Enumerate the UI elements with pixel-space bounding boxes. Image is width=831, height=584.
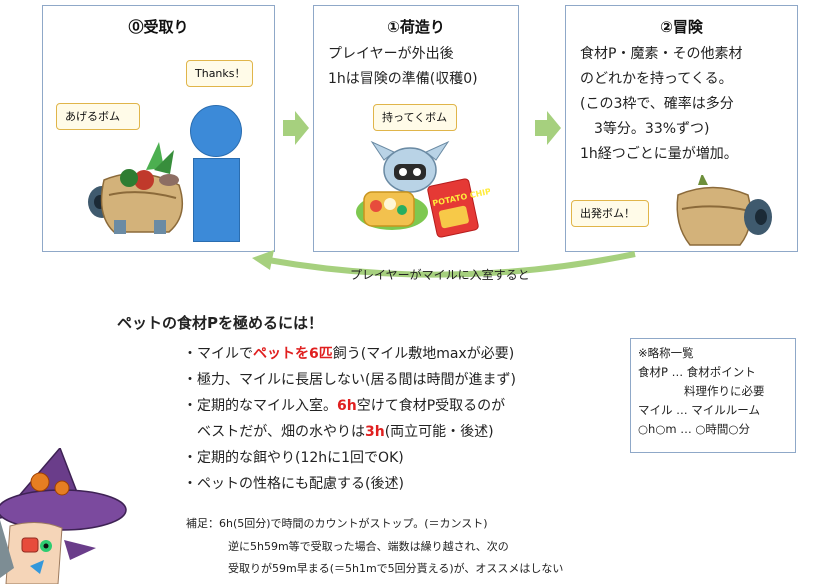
abbreviations-box: ※略称一覧 食材P … 食材ポイント 料理作りに必要 マイル … マイルルーム …	[630, 338, 796, 453]
step-description-line: (この3枠で、確率は多分	[580, 96, 734, 112]
tip-line: ベストだが、畑の水やりは3h(両立可能・後述)	[183, 424, 494, 440]
right-arrow-icon	[535, 111, 561, 145]
tip-line: ・定期的な餌やり(12hに1回でOK)	[183, 450, 404, 466]
step-description-line: 1hは冒険の準備(収穫0)	[328, 71, 478, 87]
footnote-line: 受取りが59m早まる(＝5h1mで5回分貰える)が、オススメはしない	[228, 562, 564, 575]
return-arrow-label: プレイヤーがマイルに入室すると	[350, 268, 530, 282]
footnote-line: 補足：6h(5回分)で時間のカウントがストップ。(＝カンスト)	[186, 517, 488, 530]
abbreviations-title: ※略称一覧	[638, 346, 694, 360]
abbreviation-line: 料理作りに必要	[638, 384, 765, 398]
step-description-line: 3等分。33%ずつ)	[580, 121, 710, 137]
player-head-icon	[190, 105, 242, 157]
speech-bubble: あげるボム	[56, 103, 140, 130]
tip-line: ・定期的なマイル入室。6h空けて食材P受取るのが	[183, 398, 506, 414]
pet-with-lunchbox-illustration: POTATO CHIPS	[356, 140, 490, 238]
tip-line: ・マイルでペットを6匹飼う(マイル敷地maxが必要)	[183, 346, 515, 362]
return-arrow-icon	[252, 250, 636, 278]
right-arrow-icon	[283, 111, 309, 145]
witch-character-illustration	[0, 448, 127, 584]
step-title: ②冒険	[660, 18, 703, 36]
main-heading: ペットの食材Pを極めるには！	[117, 314, 323, 332]
speech-bubble: Thanks！	[186, 60, 253, 87]
step-description-line: プレイヤーが外出後	[328, 46, 454, 62]
player-body-icon	[193, 158, 240, 242]
speech-bubble: 出発ボム！	[571, 200, 649, 227]
step-description-line: のどれかを持ってくる。	[580, 71, 733, 87]
step-title: ⓪受取り	[128, 18, 189, 36]
step-description-line: 1h経つごとに量が増加。	[580, 146, 738, 162]
tip-line: ・ペットの性格にも配慮する(後述)	[183, 476, 404, 492]
abbreviation-line: 食材P … 食材ポイント	[638, 365, 756, 379]
tip-line: ・極力、マイルに長居しない(居る間は時間が進まず)	[183, 372, 516, 388]
step-title: ①荷造り	[387, 18, 445, 36]
abbreviation-line: ○h○m … ○時間○分	[638, 422, 750, 436]
step-description-line: 食材P・魔素・その他素材	[580, 46, 743, 62]
abbreviation-line: マイル … マイルルーム	[638, 403, 760, 417]
footnote-line: 逆に5h59m等で受取った場合、端数は繰り越され、次の	[228, 540, 509, 553]
pet-with-bag-illustration	[676, 175, 772, 246]
pet-with-vegetables-illustration	[88, 142, 184, 234]
speech-bubble: 持ってくボム	[373, 104, 457, 131]
